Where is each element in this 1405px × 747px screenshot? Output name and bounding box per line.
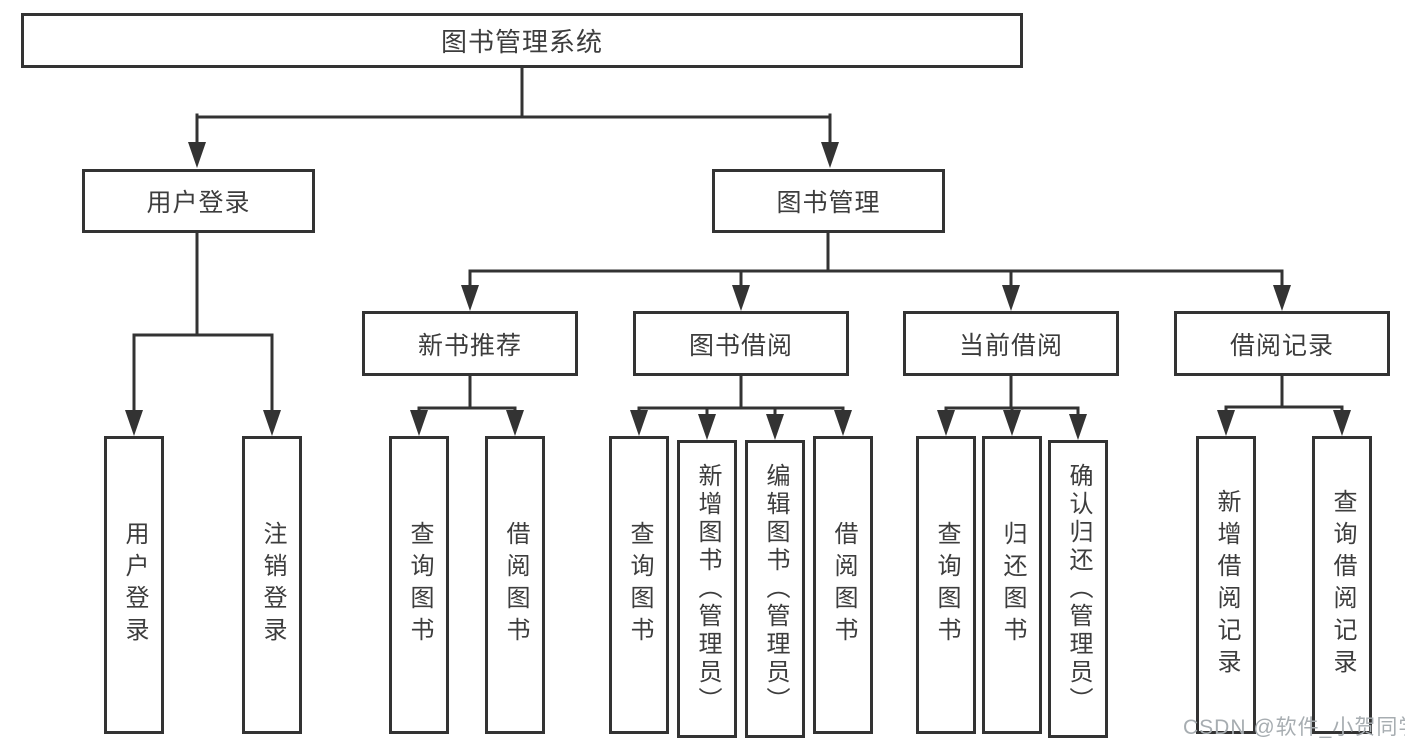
leaf-bb-edit-books-admin: 编辑图书（管理员） [745,440,805,738]
arrowhead [937,410,955,436]
node-book-borrowing: 图书借阅 [633,311,849,376]
node-user-login: 用户登录 [82,169,315,233]
leaf-bb-borrow-books-label: 借阅图书 [830,521,857,649]
arrowhead [1069,414,1087,440]
arrowhead [461,285,479,311]
csdn-watermark: CSDN @软件_小贺同学 [1183,716,1405,739]
arrowhead [1333,410,1351,436]
node-current-borrowing: 当前借阅 [903,311,1119,376]
node-current-borrowing-label: 当前借阅 [958,331,1063,360]
leaf-br-query-record-label: 查询借阅记录 [1329,489,1356,681]
leaf-cb-query-books-label: 查询图书 [933,521,960,649]
leaf-br-add-record: 新增借阅记录 [1196,436,1256,734]
leaf-bb-query-books: 查询图书 [609,436,669,734]
arrowhead [766,414,784,440]
arrowhead [834,410,852,436]
leaf-rec-query-books-label: 查询图书 [406,521,433,649]
node-book-management: 图书管理 [712,169,945,233]
node-borrowing-records-label: 借阅记录 [1229,331,1334,360]
leaf-bb-add-books-admin-label: 新增图书（管理员） [694,463,721,715]
leaf-cb-confirm-return-admin-label: 确认归还（管理员） [1065,463,1092,715]
leaf-rec-query-books: 查询图书 [389,436,449,734]
leaf-cb-return-books: 归还图书 [982,436,1042,734]
leaf-cb-return-books-label: 归还图书 [999,521,1026,649]
leaf-rec-borrow-books-label: 借阅图书 [502,521,529,649]
node-root-label: 图书管理系统 [440,27,603,57]
leaf-bb-borrow-books: 借阅图书 [813,436,873,734]
arrowhead [410,410,428,436]
arrowhead [125,410,143,436]
node-book-management-label: 图书管理 [776,189,881,217]
arrowhead [821,142,839,168]
arrowhead [188,142,206,168]
arrowhead [698,414,716,440]
leaf-bb-edit-books-admin-label: 编辑图书（管理员） [762,463,789,715]
node-borrowing-records: 借阅记录 [1174,311,1390,376]
arrowhead [1217,410,1235,436]
arrowhead [1002,285,1020,311]
leaf-bb-query-books-label: 查询图书 [626,521,653,649]
node-user-login-label: 用户登录 [146,189,251,217]
arrowhead [263,410,281,436]
leaf-logout-login-label: 注销登录 [259,521,286,649]
node-root: 图书管理系统 [21,13,1023,68]
node-book-borrowing-label: 图书借阅 [688,331,793,360]
leaf-logout-login: 注销登录 [242,436,302,734]
leaf-br-add-record-label: 新增借阅记录 [1213,489,1240,681]
leaf-bb-add-books-admin: 新增图书（管理员） [677,440,737,738]
node-new-book-recommend: 新书推荐 [362,311,578,376]
connector-path [132,66,1344,418]
arrowhead [506,410,524,436]
arrowhead [732,285,750,311]
node-new-book-recommend-label: 新书推荐 [417,331,522,360]
arrowhead [1273,285,1291,311]
arrowhead [630,410,648,436]
arrowhead [1003,410,1021,436]
leaf-user-login-label: 用户登录 [121,521,148,649]
leaf-br-query-record: 查询借阅记录 [1312,436,1372,734]
leaf-cb-query-books: 查询图书 [916,436,976,734]
leaf-cb-confirm-return-admin: 确认归还（管理员） [1048,440,1108,738]
leaf-user-login: 用户登录 [104,436,164,734]
leaf-rec-borrow-books: 借阅图书 [485,436,545,734]
